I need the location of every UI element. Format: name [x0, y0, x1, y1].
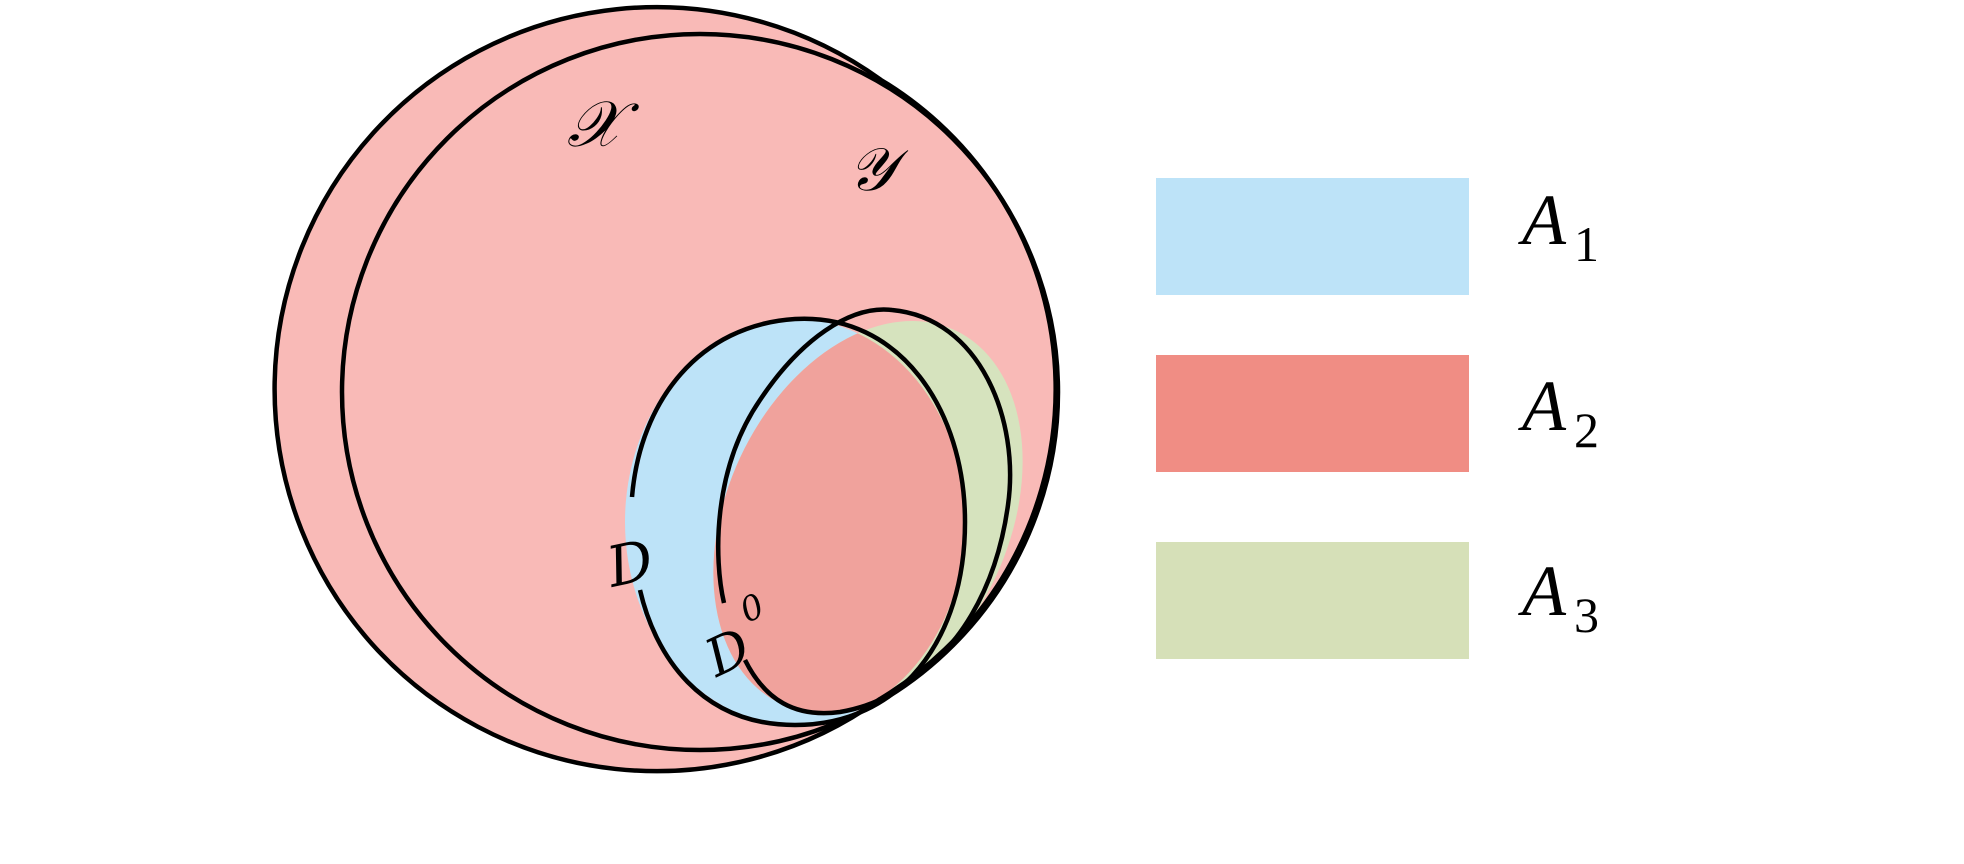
legend-subscript-a3: 3: [1574, 587, 1599, 643]
outer-set-outline: [339, 31, 1061, 753]
legend-subscript-a2: 2: [1574, 402, 1599, 458]
d0-set-outline: [715, 307, 1013, 716]
legend-label-a2: A: [1518, 366, 1567, 446]
legend-label-a1: A: [1518, 180, 1567, 260]
legend-subscript-a1: 1: [1574, 216, 1599, 272]
outlines: [272, 4, 1061, 774]
d-set-outline: [629, 316, 968, 728]
regions: [274, 7, 1056, 772]
legend-label-a3: A: [1518, 551, 1567, 631]
legend-swatch-a2: [1156, 355, 1469, 472]
y-set-outline: [272, 4, 1058, 774]
legend: A 1 A 2 A 3: [1156, 178, 1599, 659]
legend-swatch-a3: [1156, 542, 1469, 659]
legend-swatch-a1: [1156, 178, 1469, 295]
